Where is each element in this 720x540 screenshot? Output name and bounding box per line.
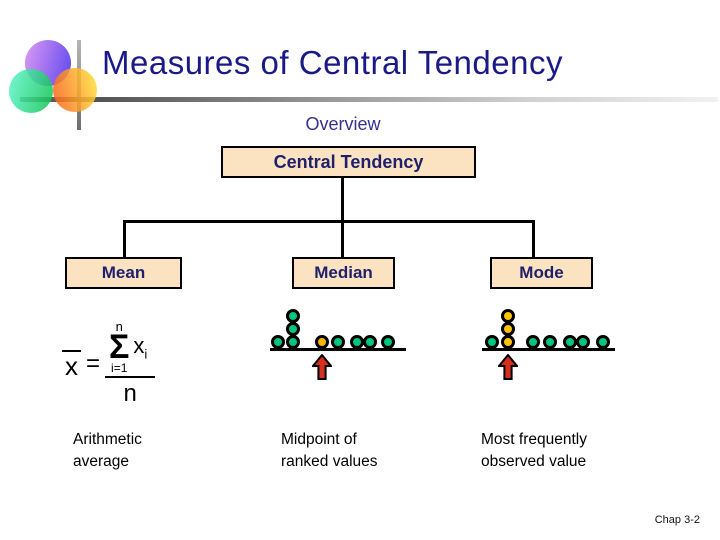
- green-dot: [350, 335, 364, 349]
- green-dot: [381, 335, 395, 349]
- yellow-dot: [501, 335, 515, 349]
- node-central-tendency: Central Tendency: [221, 146, 476, 178]
- formula-lower-limit: i=1: [111, 360, 128, 375]
- up-arrow-icon: [312, 354, 332, 380]
- formula-xbar: x: [62, 349, 81, 379]
- green-dot: [526, 335, 540, 349]
- connector-drop-median: [341, 220, 344, 258]
- formula-fraction: n Σ i=1 xi n: [105, 319, 156, 408]
- green-dot: [286, 322, 300, 336]
- subtitle: Overview: [305, 114, 381, 134]
- up-arrow-icon: [498, 354, 518, 380]
- green-dot: [543, 335, 557, 349]
- node-mode: Mode: [490, 257, 593, 289]
- green-dot: [563, 335, 577, 349]
- green-dot: [331, 335, 345, 349]
- formula-denominator: n: [123, 380, 137, 408]
- logo-circle-green-icon: [9, 69, 53, 113]
- connector-root-vertical: [341, 178, 344, 222]
- mean-formula: x = n Σ i=1 xi n: [62, 319, 156, 408]
- mode-dotplot: [480, 306, 624, 386]
- title-separator-rule: [20, 97, 718, 102]
- green-dot: [576, 335, 590, 349]
- median-dotplot: [268, 306, 412, 386]
- connector-horizontal: [123, 220, 535, 223]
- formula-term: xi: [133, 332, 148, 362]
- number-line: [270, 348, 406, 351]
- formula-upper-limit: n: [115, 319, 123, 334]
- sigma-icon: Σ: [109, 328, 130, 366]
- connector-drop-mean: [123, 220, 126, 258]
- slide-number: Chap 3-2: [654, 514, 700, 526]
- yellow-dot: [501, 309, 515, 323]
- mode-description: Most frequently observed value: [481, 431, 587, 470]
- yellow-dot: [501, 322, 515, 336]
- connector-drop-mode: [532, 220, 535, 258]
- logo-circle-orange-icon: [53, 68, 97, 112]
- mean-description: Arithmetic average: [73, 431, 142, 470]
- formula-equals: =: [86, 350, 101, 378]
- green-dot: [286, 309, 300, 323]
- node-median: Median: [292, 257, 395, 289]
- orange-dot: [315, 335, 329, 349]
- green-dot: [286, 335, 300, 349]
- green-dot: [485, 335, 499, 349]
- number-line: [482, 348, 615, 351]
- green-dot: [596, 335, 610, 349]
- green-dot: [271, 335, 285, 349]
- median-description: Midpoint of ranked values: [281, 431, 378, 470]
- page-title: Measures of Central Tendency: [102, 44, 563, 81]
- green-dot: [363, 335, 377, 349]
- node-mean: Mean: [65, 257, 182, 289]
